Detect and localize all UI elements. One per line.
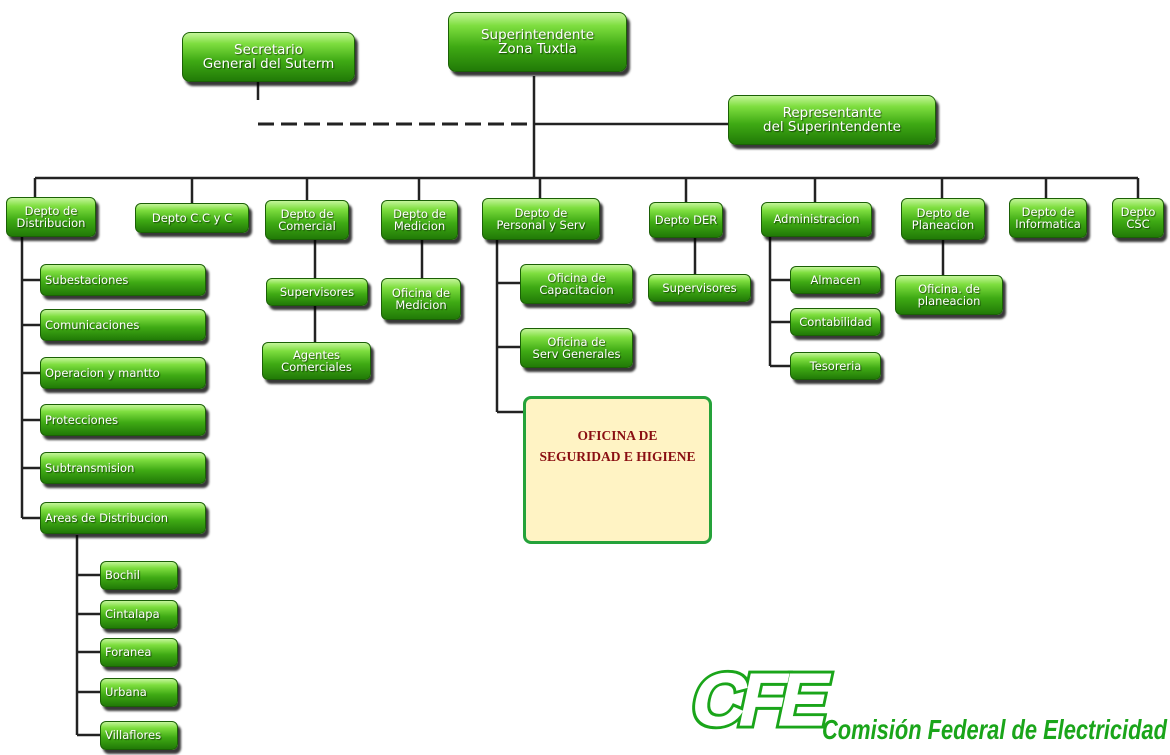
org-box-almacen: Almacen (790, 266, 881, 294)
org-box-areas-distribucion: Areas de Distribucion (40, 502, 206, 534)
org-box-der-supervisores: Supervisores (648, 274, 751, 302)
cfe-logo-mark-inner: CFE (685, 658, 836, 741)
org-box-administracion: Administracion (761, 202, 872, 237)
org-box-agentes-comerciales: Agentes Comerciales (262, 342, 371, 380)
org-box-subtransmision: Subtransmision (40, 452, 206, 484)
org-box-depto-ccyc: Depto C.C y C (135, 203, 249, 233)
org-box-oficina-medicion: Oficina de Medicion (381, 278, 461, 320)
org-box-area-foranea: Foranea (100, 638, 178, 667)
org-box-operacion-mantto: Operacion y mantto (40, 357, 206, 389)
org-box-subestaciones: Subestaciones (40, 264, 206, 296)
cfe-logo-mark: CFE (685, 658, 836, 741)
org-box-contabilidad: Contabilidad (790, 308, 881, 336)
org-box-protecciones: Protecciones (40, 404, 206, 436)
org-box-comunicaciones: Comunicaciones (40, 309, 206, 341)
org-box-area-bochil: Bochil (100, 561, 178, 590)
org-box-secretario: Secretario General del Suterm (182, 32, 355, 82)
org-box-area-villaflores: Villaflores (100, 721, 178, 750)
org-box-area-urbana: Urbana (100, 678, 178, 707)
org-box-depto-distribucion: Depto de Distribucion (6, 197, 96, 237)
org-box-superintendente: Superintendente Zona Tuxtla (448, 12, 627, 72)
org-box-oficina-planeacion: Oficina. de planeacion (895, 275, 1003, 315)
org-box-area-cintalapa: Cintalapa (100, 600, 178, 629)
cfe-logo: CFE CFE Comisión Federal de Electricidad (681, 655, 1168, 745)
org-box-oficina-serv-generales: Oficina de Serv Generales (520, 328, 633, 368)
org-box-representante: Representante del Superintendente (728, 95, 936, 145)
org-box-tesoreria: Tesoreria (790, 352, 881, 380)
org-box-depto-planeacion: Depto de Planeacion (901, 198, 985, 240)
cfe-logo-name: Comisión Federal de Electricidad (822, 714, 1168, 745)
org-box-depto-csc: Depto CSC (1112, 198, 1164, 238)
org-box-depto-personal: Depto de Personal y Serv (482, 198, 600, 240)
org-box-oficina-capacitacion: Oficina de Capacitacion (520, 264, 633, 304)
connector-lines (20, 76, 1140, 737)
org-box-oficina-seguridad-higiene: OFICINA DE SEGURIDAD E HIGIENE (523, 396, 712, 544)
org-box-depto-comercial: Depto de Comercial (265, 200, 349, 240)
org-box-comercial-supervisores: Supervisores (266, 278, 368, 306)
org-box-depto-informatica: Depto de Informatica (1009, 198, 1087, 238)
org-box-depto-medicion: Depto de Medicion (381, 200, 458, 240)
org-box-depto-der: Depto DER (649, 202, 723, 238)
